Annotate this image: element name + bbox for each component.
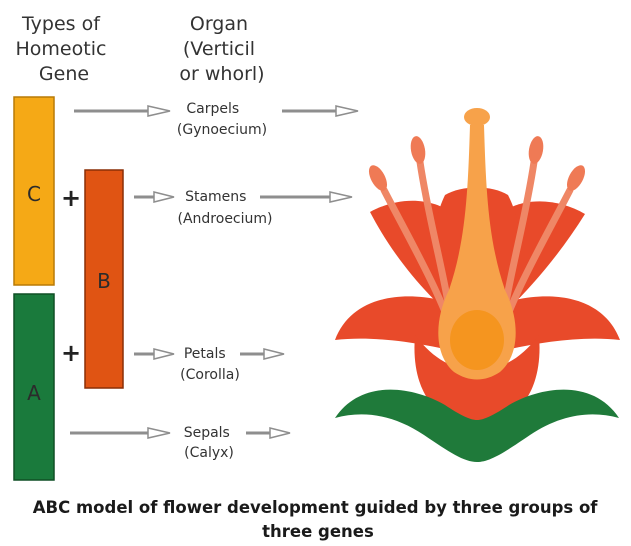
gene-a-bar: A <box>14 294 54 480</box>
gene-a-label: A <box>27 381 41 405</box>
gene-types-header-line-1: Types of <box>21 13 101 35</box>
organ-header: Organ (Verticil or whorl) <box>179 13 264 85</box>
stamens-name: Stamens <box>185 189 246 205</box>
gene-types-header-line-3: Gene <box>39 63 89 85</box>
organ-header-line-3: or whorl) <box>179 63 264 85</box>
arrow-petals-to-flower <box>240 349 284 359</box>
carpels-label: Carpels (Gynoecium) <box>177 101 267 138</box>
gene-b-label: B <box>97 269 111 293</box>
sepals-label: Sepals (Calyx) <box>184 425 235 461</box>
carpels-name: Carpels <box>186 101 239 117</box>
petals-detail: (Corolla) <box>180 367 240 383</box>
diagram-caption: ABC model of flower development guided b… <box>33 498 603 541</box>
arrow-to-stamens <box>134 192 174 202</box>
arrow-to-carpels <box>74 106 170 116</box>
gene-c-label: C <box>27 182 41 206</box>
carpels-detail: (Gynoecium) <box>177 122 267 138</box>
gene-types-header: Types of Homeotic Gene <box>16 13 113 85</box>
plus-sign-upper: + <box>61 184 81 212</box>
arrow-to-sepals <box>70 428 170 438</box>
pistil-stigma <box>464 108 490 126</box>
arrow-carpels-to-flower <box>282 106 358 116</box>
arrow-to-petals <box>134 349 174 359</box>
stamens-detail: (Androecium) <box>178 211 273 227</box>
anther-3 <box>527 135 546 165</box>
anther-1 <box>409 135 428 165</box>
petals-label: Petals (Corolla) <box>180 346 240 383</box>
gene-c-bar: C <box>14 97 54 285</box>
plus-sign-lower: + <box>61 339 81 367</box>
stamens-label: Stamens (Androecium) <box>178 189 273 227</box>
caption-line-2: three genes <box>262 522 374 541</box>
flower-illustration <box>335 108 620 462</box>
organ-header-line-2: (Verticil <box>183 38 255 60</box>
arrow-stamens-to-flower <box>260 192 352 202</box>
arrow-sepals-to-flower <box>246 428 290 438</box>
organ-header-line-1: Organ <box>190 13 248 35</box>
sepals-detail: (Calyx) <box>184 445 234 461</box>
caption-line-1: ABC model of flower development guided b… <box>33 498 599 517</box>
sepals-name: Sepals <box>184 425 230 441</box>
gene-b-bar: B <box>85 170 123 388</box>
gene-types-header-line-2: Homeotic <box>16 38 107 60</box>
petals-name: Petals <box>184 346 226 362</box>
ovary <box>450 310 504 370</box>
